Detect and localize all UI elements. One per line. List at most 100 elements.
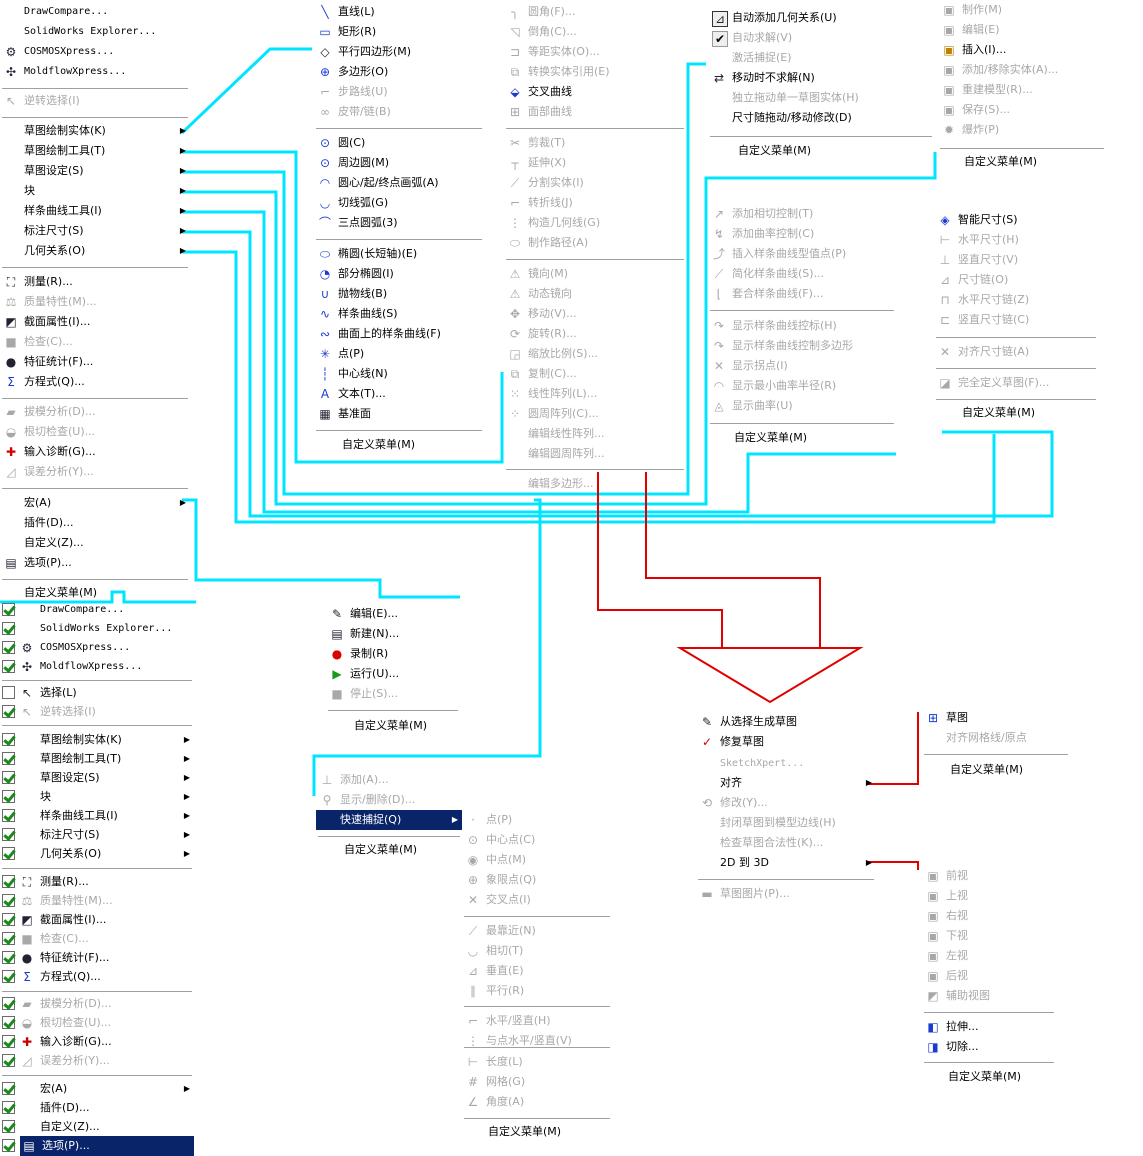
menu-item-align-ordinate[interactable]: ✕对齐尺寸链(A): [939, 345, 1030, 359]
menu-item-no-solve-move[interactable]: ⇄移动时不求解(N): [713, 71, 815, 85]
menu-item-snap-midpoint[interactable]: ◉中点(M): [467, 853, 527, 867]
checkbox[interactable]: [2, 1120, 15, 1133]
menu-item-sketch-entities[interactable]: 草图绘制实体(K)▶: [0, 121, 190, 141]
menu-item-customize-menu[interactable]: 自定义菜单(M): [950, 763, 1024, 776]
menu-item-dimension-follow-drag[interactable]: 尺寸随拖动/移动修改(D): [732, 111, 852, 124]
customize-row-relations[interactable]: 几何关系(O)▶: [0, 844, 194, 864]
customize-row-addins[interactable]: 插件(D)...: [0, 1098, 194, 1118]
customize-row-draft-analysis[interactable]: ▰拔模分析(D)...: [0, 994, 194, 1014]
customize-row-undercut-check[interactable]: ◒根切检查(U)...: [0, 1013, 194, 1033]
checkbox[interactable]: [2, 1101, 15, 1114]
menu-item-repair-sketch[interactable]: ✓修复草图: [701, 735, 764, 749]
menu-item-snap-parallel[interactable]: ∥平行(R): [462, 981, 612, 1001]
menu-item-customize-menu[interactable]: 自定义菜单(M): [964, 155, 1038, 168]
customize-row-options[interactable]: ▤选项(P)...: [20, 1136, 194, 1156]
checkbox[interactable]: [2, 913, 15, 926]
checkbox[interactable]: [2, 828, 15, 841]
menu-item-snap-grid[interactable]: #网格(G): [467, 1075, 526, 1089]
menu-item-measure[interactable]: ⛶测量(R)...: [0, 272, 190, 292]
menu-item-intersection-curve[interactable]: ⬙交叉曲线: [504, 82, 686, 102]
menu-item-construction-geometry[interactable]: ⋮构造几何线(G): [509, 216, 601, 230]
menu-item-horizontal-ordinate[interactable]: ⊓水平尺寸链(Z): [934, 290, 1098, 310]
menu-item-explode-block[interactable]: ✹爆炸(P): [943, 123, 1000, 137]
customize-row-dimensions[interactable]: 标注尺寸(S)▶: [0, 825, 194, 845]
menu-item-customize[interactable]: 自定义(Z)...: [24, 536, 84, 549]
checkbox[interactable]: [2, 1139, 15, 1152]
menu-item-check-sketch[interactable]: 检查草图合法性(K)...: [720, 836, 824, 849]
menu-item-addins[interactable]: 插件(D)...: [24, 516, 74, 529]
menu-item-solidworks-explorer[interactable]: SolidWorks Explorer...: [24, 26, 157, 37]
checkbox[interactable]: [2, 1082, 15, 1095]
menu-item-feature-statistics[interactable]: ●特征统计(F)...: [5, 355, 94, 369]
menu-item-snap-point[interactable]: ·点(P): [462, 810, 612, 830]
menu-item-drawcompare[interactable]: DrawCompare...: [24, 6, 109, 17]
menu-item-draft-analysis[interactable]: ▰拔模分析(D)...: [0, 402, 190, 422]
menu-item-vertical-dimension[interactable]: ⊥竖直尺寸(V): [939, 253, 1019, 267]
menu-item-options[interactable]: ▤选项(P)...: [5, 556, 72, 570]
menu-item-dynamic-mirror[interactable]: ⚠动态镜向: [509, 287, 572, 301]
checkbox[interactable]: [2, 997, 15, 1010]
menu-item-3point-arc[interactable]: ⌒三点圆弧(3): [318, 216, 398, 230]
menu-item-moldflowxpress[interactable]: ✣MoldflowXpress...: [5, 65, 127, 79]
checkbox[interactable]: [2, 875, 15, 888]
menu-item-cosmosxpress[interactable]: ⚙COSMOSXpress...: [5, 45, 115, 59]
customize-row-measure[interactable]: ⛶测量(R)...: [0, 872, 194, 892]
menu-item-smart-dimension[interactable]: ◈智能尺寸(S): [934, 210, 1098, 230]
menu-item-deviation-analysis[interactable]: ◿误差分析(Y)...: [0, 462, 190, 482]
menu-item-parabola[interactable]: ∪抛物线(B): [314, 284, 484, 304]
menu-item-modify[interactable]: ⟲修改(Y)...: [701, 796, 768, 810]
menu-item-cut[interactable]: ◨切除...: [927, 1040, 979, 1054]
menu-item-rectangle[interactable]: ▭矩形(R): [319, 25, 377, 39]
menu-item-customize-menu[interactable]: 自定义菜单(M): [962, 406, 1036, 419]
menu-item-mass-properties[interactable]: ⚖质量特性(M)...: [5, 295, 97, 309]
menu-item-chamfer[interactable]: ◹倒角(C)...: [504, 22, 686, 42]
customize-row-solidworks-explorer[interactable]: SolidWorks Explorer...: [0, 619, 194, 639]
checkbox[interactable]: [2, 970, 15, 983]
menu-item-spline-on-surface[interactable]: ∾曲面上的样条曲线(F): [319, 327, 441, 341]
checkbox[interactable]: [2, 1035, 15, 1048]
menu-item-invert-selection[interactable]: ↖逆转选择(I): [5, 94, 80, 108]
menu-item-snap-intersection[interactable]: ✕交叉点(I): [467, 893, 531, 907]
menu-item-ordinate-dimension[interactable]: ⊿尺寸链(O): [939, 273, 1009, 287]
menu-item-customize-menu[interactable]: 自定义菜单(M): [738, 144, 812, 157]
menu-item-align-grid[interactable]: 对齐网格线/原点: [946, 731, 1027, 744]
menu-item-snap-length[interactable]: ⊢长度(L): [467, 1055, 523, 1069]
menu-item-edit-circular-pattern[interactable]: 编辑圆周阵列...: [528, 447, 605, 460]
menu-item-undercut-check[interactable]: ◒根切检查(U)...: [5, 425, 96, 439]
menu-item-offset-entities[interactable]: ⊐等距实体(O)...: [509, 45, 600, 59]
menu-item-fully-define-sketch[interactable]: ◪完全定义草图(F)...: [939, 376, 1050, 390]
customize-row-feature-statistics[interactable]: ●特征统计(F)...: [0, 948, 194, 968]
menu-item-macro-new[interactable]: ▤新建(N)...: [331, 627, 400, 641]
menu-item-insert-spline-point[interactable]: ⤴插入样条曲线型值点(P): [712, 247, 847, 261]
menu-item-sketch-tools[interactable]: 草图绘制工具(T)▶: [0, 141, 190, 161]
menu-item-enable-snapping[interactable]: 激活捕捉(E): [732, 51, 792, 64]
checkbox[interactable]: [2, 771, 15, 784]
menu-item-convert-entities[interactable]: ⧉转换实体引用(E): [504, 62, 686, 82]
menu-item-relations[interactable]: 几何关系(O)▶: [0, 241, 190, 261]
menu-item-macro-stop[interactable]: ■停止(S)...: [331, 687, 399, 701]
menu-item-customize-menu[interactable]: 自定义菜单(M): [344, 843, 418, 856]
menu-item-front-view[interactable]: ▣前视: [927, 869, 968, 883]
customize-row-import-diagnostics[interactable]: ✚输入诊断(G)...: [0, 1032, 194, 1052]
checkbox[interactable]: [2, 809, 15, 822]
menu-item-rebuild[interactable]: ▣重建模型(R)...: [943, 83, 1033, 97]
menu-item-route-line[interactable]: ⌐步路线(U): [319, 85, 388, 99]
menu-item-scale[interactable]: ◲缩放比例(S)...: [509, 347, 599, 361]
menu-item-back-view[interactable]: ▣后视: [927, 969, 968, 983]
checkbox[interactable]: [2, 622, 15, 635]
menu-item-polygon[interactable]: ⊕多边形(O): [319, 65, 389, 79]
menu-item-snap-nearest[interactable]: ⟋最靠近(N): [462, 921, 612, 941]
menu-item-save-block[interactable]: ▣保存(S)...: [943, 103, 1011, 117]
menu-item-customize-menu[interactable]: 自定义菜单(M): [488, 1125, 562, 1138]
menu-item-block[interactable]: 块▶: [0, 181, 190, 201]
menu-item-sketch-picture[interactable]: ▬草图图片(P)...: [701, 887, 790, 901]
menu-item-section-properties[interactable]: ◩截面属性(I)...: [5, 315, 91, 329]
menu-item-auto-relations[interactable]: ⊿自动添加几何关系(U): [708, 8, 934, 28]
customize-row-invert-selection[interactable]: ↖逆转选择(I): [0, 702, 194, 722]
menu-item-align-sketch[interactable]: ⊞草图: [927, 711, 968, 725]
menu-item-customize-menu[interactable]: 自定义菜单(M): [24, 586, 98, 599]
menu-item-perimeter-circle[interactable]: ⊙周边圆(M): [319, 156, 390, 170]
checkbox[interactable]: [2, 1016, 15, 1029]
menu-item-simplify-spline[interactable]: ⟋简化样条曲线(S)...: [708, 264, 896, 284]
